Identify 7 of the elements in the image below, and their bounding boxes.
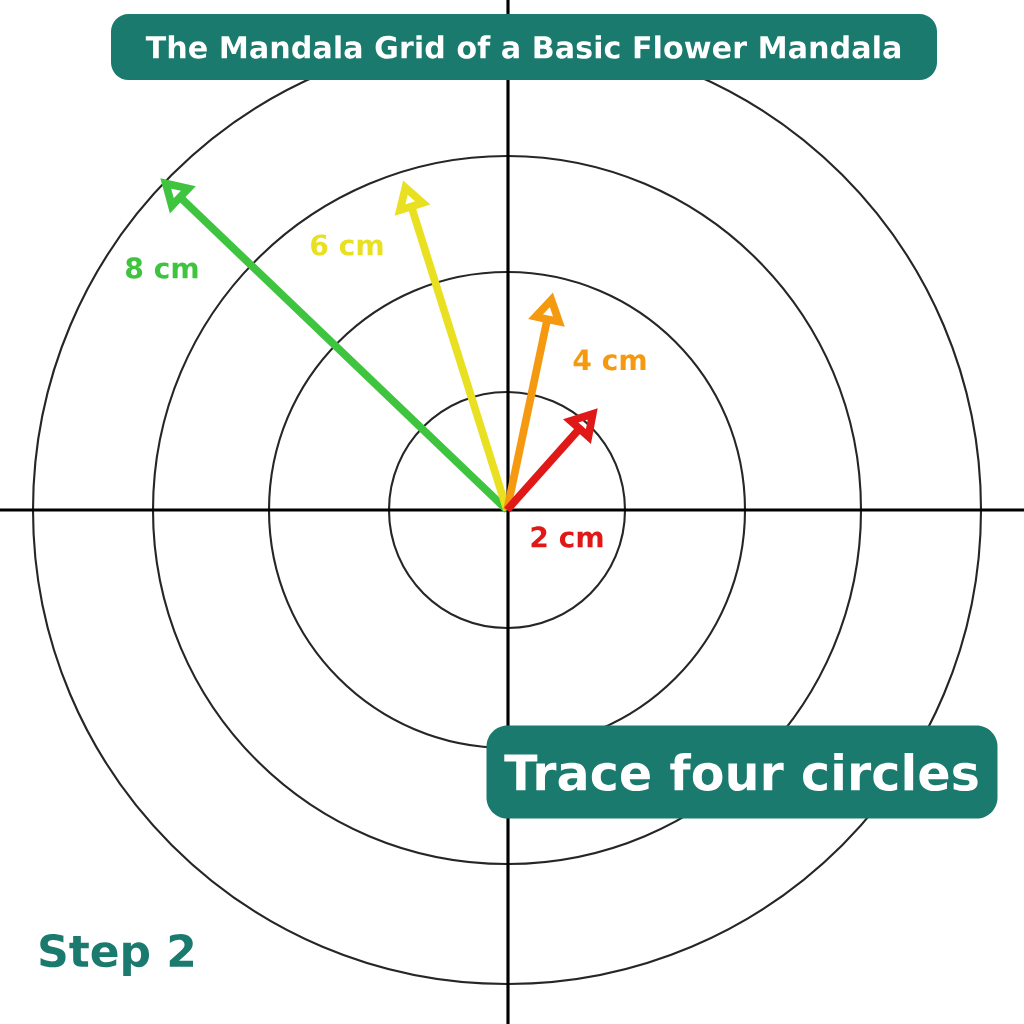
title-banner: The Mandala Grid of a Basic Flower Mandala bbox=[111, 14, 937, 80]
dimension-label: 2 cm bbox=[531, 526, 603, 548]
dimension-label: 4 cm bbox=[573, 349, 646, 371]
step-label: Step 2 bbox=[40, 934, 193, 976]
dimension-label: 6 cm bbox=[311, 234, 383, 256]
callout-box: Trace four circles bbox=[486, 725, 998, 819]
dimension-label: 8 cm bbox=[126, 257, 198, 279]
